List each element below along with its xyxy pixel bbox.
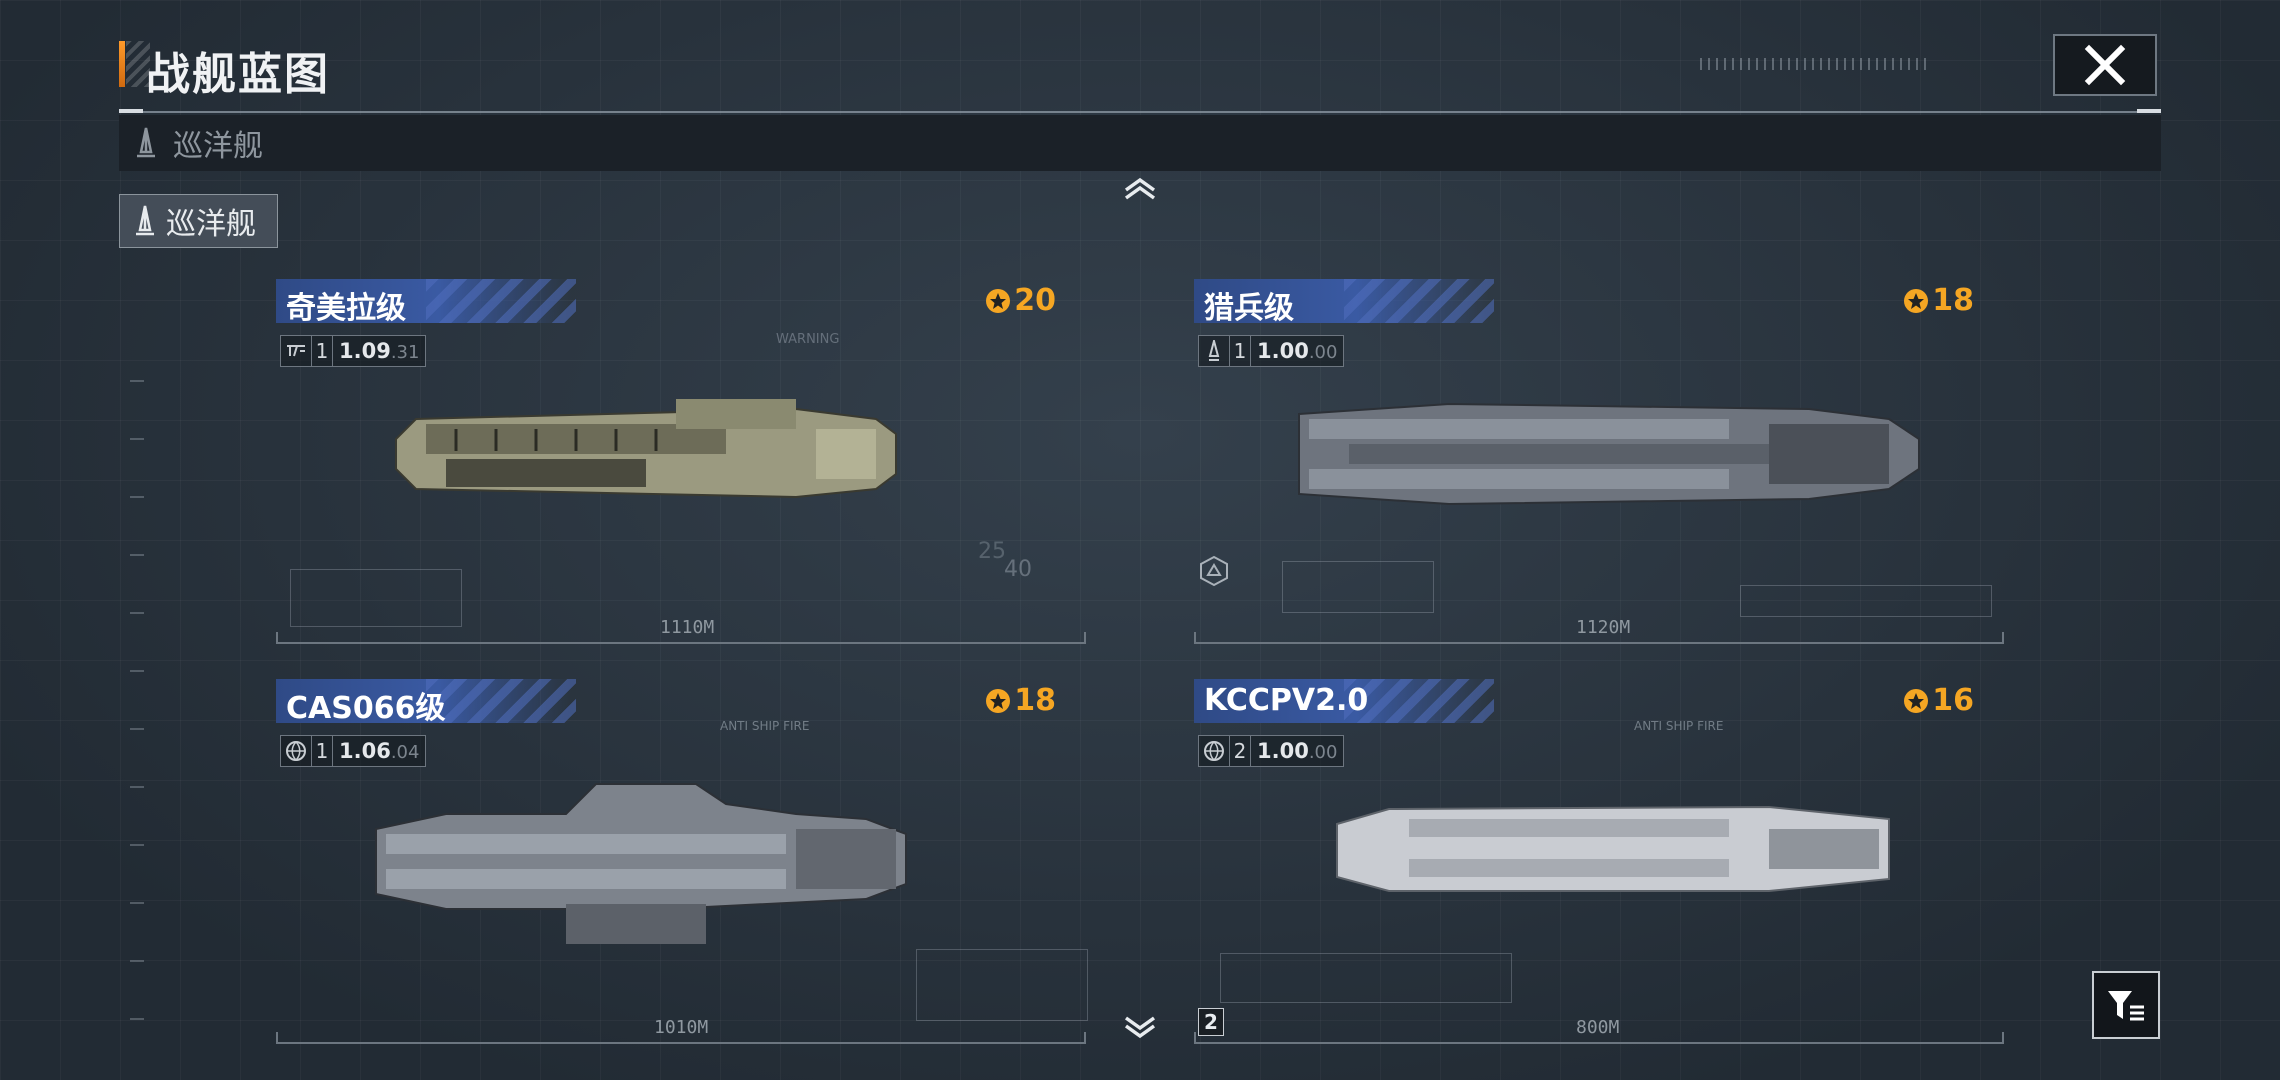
category-bar-label: 巡洋舰 — [173, 129, 263, 164]
ship-image — [375, 783, 907, 944]
ship-length: 1120M — [1576, 617, 1631, 638]
ship-image — [395, 399, 897, 499]
header-divider-cap-left — [119, 109, 143, 113]
globe-icon — [286, 741, 306, 761]
category-bar[interactable]: 巡洋舰 — [119, 115, 2161, 171]
category-chip-label: 巡洋舰 — [166, 207, 256, 242]
ship-info-box: 1 1.09.31 — [280, 335, 427, 367]
ship-cost: 18 — [1902, 283, 1974, 318]
cruiser-icon — [136, 205, 154, 236]
decor-anti-ship-fire: ANTI SHIP FIRE — [1634, 719, 1724, 733]
ship-card-cas066[interactable]: CAS066级 18 1 1.06.04 ANTI SHIP FIRE 1010… — [276, 679, 1088, 1054]
globe-icon — [1204, 741, 1224, 761]
logo-icon — [287, 345, 305, 357]
decor-number-25: 25 — [978, 539, 1006, 564]
length-baseline — [276, 632, 1086, 644]
ship-icon — [1208, 340, 1220, 361]
cost-value: 20 — [1014, 283, 1056, 318]
ship-name: 奇美拉级 — [286, 291, 406, 326]
cost-value: 16 — [1932, 683, 1974, 718]
title-accent-bar — [119, 41, 125, 87]
schematic — [1740, 585, 1992, 617]
length-baseline — [1194, 632, 2004, 644]
name-bar-stripes — [1344, 679, 1494, 723]
category-chip-cruiser[interactable]: 巡洋舰 — [119, 194, 278, 248]
ship-cost: 20 — [984, 283, 1056, 318]
cruiser-icon — [137, 127, 155, 158]
name-bar-stripes — [426, 279, 576, 323]
ship-name: KCCPV2.0 — [1204, 683, 1369, 718]
ship-level: 1 — [312, 336, 333, 366]
filter-icon — [2108, 991, 2144, 1021]
length-baseline — [276, 1032, 1086, 1044]
ship-cost: 18 — [984, 683, 1056, 718]
chevron-down-icon — [1124, 1016, 1156, 1039]
title-accent-stripes — [126, 41, 150, 87]
header-divider-cap-right — [2137, 109, 2161, 113]
decor-warning: WARNING — [776, 332, 840, 347]
name-bar-stripes — [426, 679, 576, 723]
ship-card-chimera[interactable]: 奇美拉级 20 1 1.09.31 WARNING 25 40 1110M — [276, 279, 1086, 654]
cost-emblem-icon — [1904, 288, 1929, 313]
cost-emblem-icon — [986, 688, 1011, 713]
page-title: 战舰蓝图 — [146, 49, 330, 100]
ship-level: 1 — [312, 736, 333, 766]
scroll-down-button[interactable] — [1122, 1014, 1158, 1040]
ship-image — [1336, 805, 1890, 892]
filter-button[interactable] — [2092, 971, 2160, 1039]
ship-length: 1010M — [654, 1017, 709, 1038]
ship-version: 1.00.00 — [1257, 739, 1338, 763]
close-icon — [2084, 44, 2126, 86]
ship-cost: 16 — [1902, 683, 1974, 718]
cost-emblem-icon — [986, 288, 1011, 313]
ship-name: CAS066级 — [286, 691, 446, 726]
ship-info-box: 2 1.00.00 — [1198, 735, 1345, 767]
side-scale-ticks — [130, 380, 144, 1020]
header-tick-decoration — [1700, 58, 1930, 70]
cost-value: 18 — [1014, 683, 1056, 718]
ship-card-hunter[interactable]: 猎兵级 18 1 1.00.00 1120M — [1194, 279, 2004, 654]
corner-number: 2 — [1198, 1008, 1224, 1036]
ship-card-kccpv2[interactable]: KCCPV2.0 16 2 1.00.00 ANTI SHIP FIRE 2 8… — [1194, 679, 2004, 1054]
length-baseline — [1194, 1032, 2004, 1044]
hexagon-icon — [1200, 555, 1228, 587]
schematic — [916, 949, 1088, 1021]
ship-level: 1 — [1230, 336, 1251, 366]
ship-version: 1.00.00 — [1257, 339, 1338, 363]
schematic — [290, 569, 462, 627]
close-button[interactable] — [2053, 34, 2157, 96]
ship-version: 1.06.04 — [339, 739, 420, 763]
chevron-up-icon — [1124, 177, 1156, 200]
ship-info-box: 1 1.00.00 — [1198, 335, 1345, 367]
ship-info-box: 1 1.06.04 — [280, 735, 427, 767]
ship-level: 2 — [1230, 736, 1251, 766]
cost-value: 18 — [1932, 283, 1974, 318]
ship-length: 800M — [1576, 1017, 1620, 1038]
ship-name: 猎兵级 — [1204, 291, 1294, 326]
schematic — [1220, 953, 1512, 1003]
decor-number-40: 40 — [1004, 557, 1032, 582]
cost-emblem-icon — [1904, 688, 1929, 713]
ship-length: 1110M — [660, 617, 715, 638]
name-bar-stripes — [1344, 279, 1494, 323]
ship-image — [1298, 402, 1920, 506]
ship-version: 1.09.31 — [339, 339, 420, 363]
scroll-up-button[interactable] — [1122, 176, 1158, 202]
header-divider — [119, 111, 2161, 113]
decor-anti-ship-fire: ANTI SHIP FIRE — [720, 719, 810, 733]
schematic — [1282, 561, 1434, 613]
